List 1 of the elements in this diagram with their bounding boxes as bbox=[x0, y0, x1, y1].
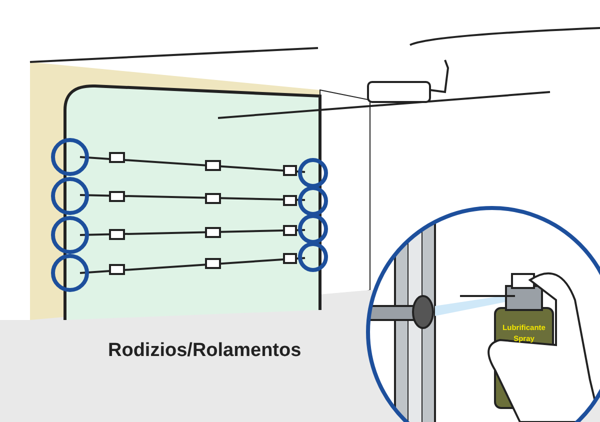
caption-text: Rodizios/Rolamentos bbox=[108, 340, 302, 362]
